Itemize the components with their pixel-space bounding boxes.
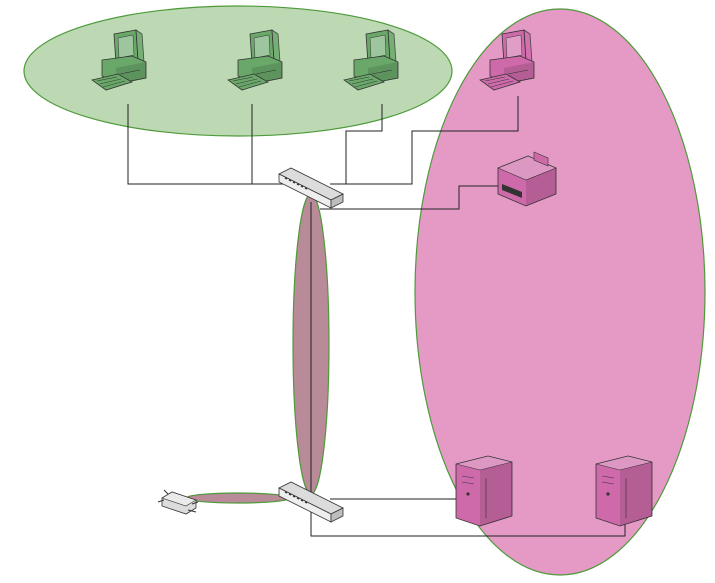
pink-zone	[414, 8, 706, 576]
network-cables	[127, 96, 626, 537]
server-icon[interactable]	[455, 455, 513, 527]
router-icon[interactable]	[157, 489, 199, 515]
cable-printer	[320, 185, 500, 210]
server-icon[interactable]	[595, 455, 653, 527]
trunk-link-horizontal	[185, 492, 291, 504]
cable-pc-pink-1	[338, 96, 519, 185]
cable-pc-green-1	[127, 104, 283, 185]
